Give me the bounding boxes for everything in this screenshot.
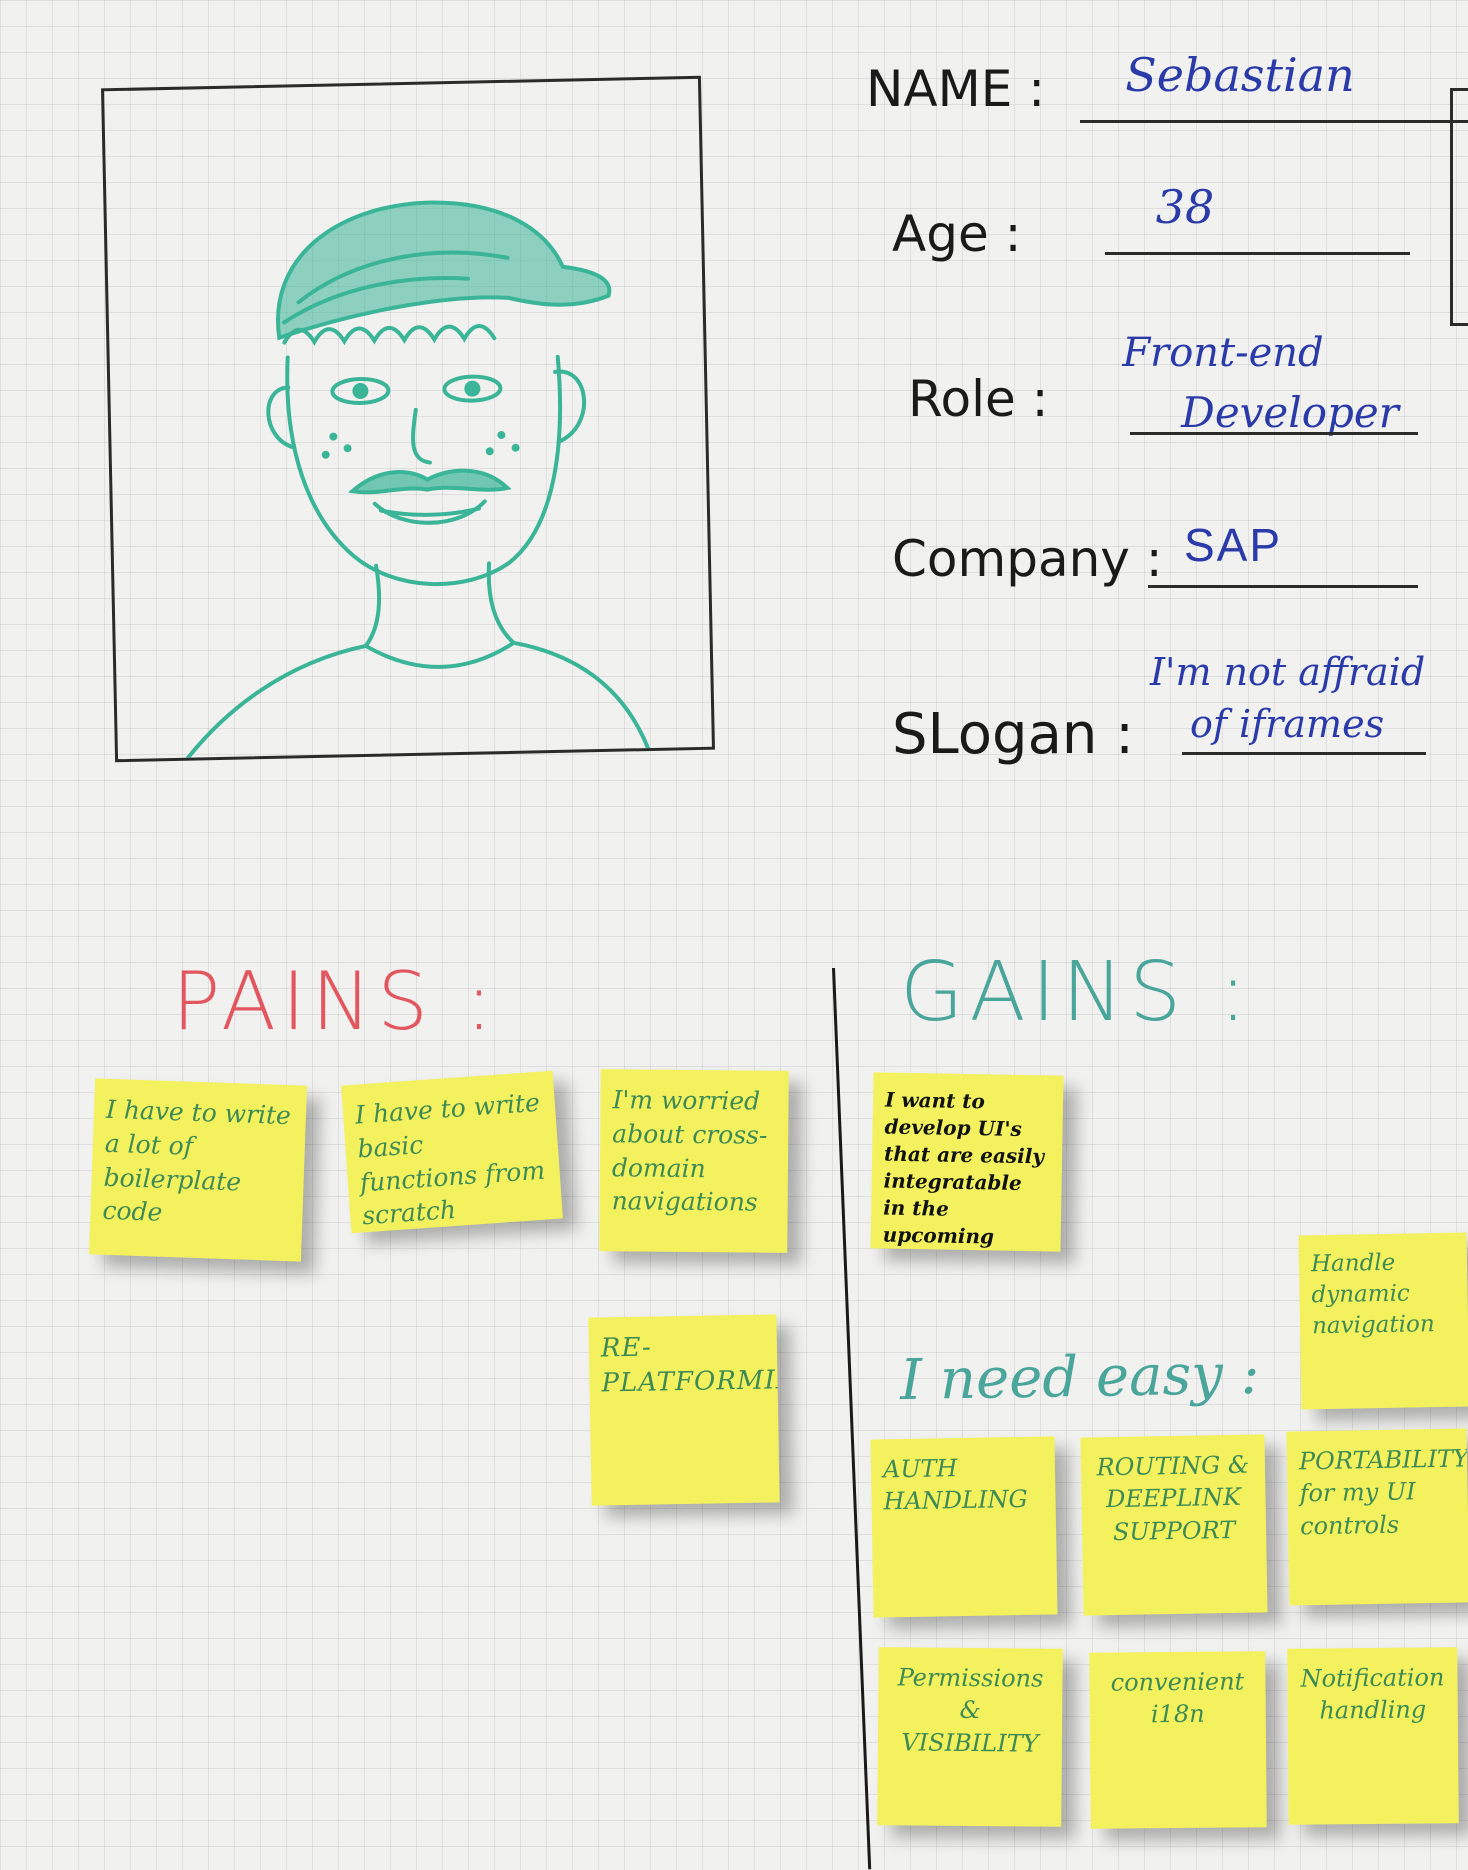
pain-note-basic-functions: I have to write basic functions from scr… (341, 1070, 563, 1234)
name-underline (1080, 120, 1468, 123)
company-label: Company : (892, 530, 1163, 588)
need-easy-label: I need easy : (899, 1341, 1261, 1414)
company-value: SAP (1183, 519, 1283, 571)
gain-note-i18n: convenient i18n (1089, 1651, 1267, 1829)
avatar-sketch (186, 200, 650, 760)
gain-note-permissions-visibility: Permissions & VISIBILITY (877, 1647, 1063, 1827)
role-underline (1130, 432, 1418, 435)
company-underline (1148, 585, 1418, 588)
slogan-label: SLogan : (892, 702, 1135, 767)
slogan-value-line2: of iframes (1190, 702, 1385, 746)
portrait-frame (101, 75, 715, 763)
role-value-line1: Front-end (1122, 330, 1324, 376)
right-edge-frame (1450, 88, 1468, 326)
gain-note-portability: PORTABILITY for my UI controls (1286, 1428, 1468, 1606)
name-value: Sebastian (1125, 48, 1355, 102)
gain-note-integratable-uis: I want to develop UI's that are easily i… (870, 1072, 1064, 1252)
name-label: NAME : (866, 60, 1046, 118)
gain-note-routing-deeplink: ROUTING & DEEPLINK SUPPORT (1080, 1434, 1268, 1616)
age-label: Age : (892, 205, 1022, 263)
role-value-line2: Developer (1181, 388, 1399, 437)
pains-heading: PAINS : (172, 955, 499, 1048)
age-underline (1105, 252, 1410, 255)
gain-note-notification-handling: Notification handling (1287, 1647, 1459, 1825)
section-divider (832, 967, 872, 1870)
gains-heading: GAINS : (900, 945, 1253, 1040)
pain-note-boilerplate: I have to write a lot of boilerplate cod… (88, 1078, 308, 1262)
slogan-underline (1182, 752, 1426, 755)
slogan-value-line1: I'm not affraid (1150, 650, 1426, 694)
age-value: 38 (1155, 180, 1215, 234)
pain-note-replatforming: RE-PLATFORMING (588, 1314, 780, 1506)
gain-note-dynamic-navigation: Handle dynamic navigation (1298, 1232, 1468, 1410)
role-label: Role : (908, 370, 1049, 428)
gain-note-auth-handling: AUTH HANDLING (870, 1436, 1058, 1618)
pain-note-cross-domain: I'm worried about cross-domain navigatio… (599, 1069, 789, 1253)
